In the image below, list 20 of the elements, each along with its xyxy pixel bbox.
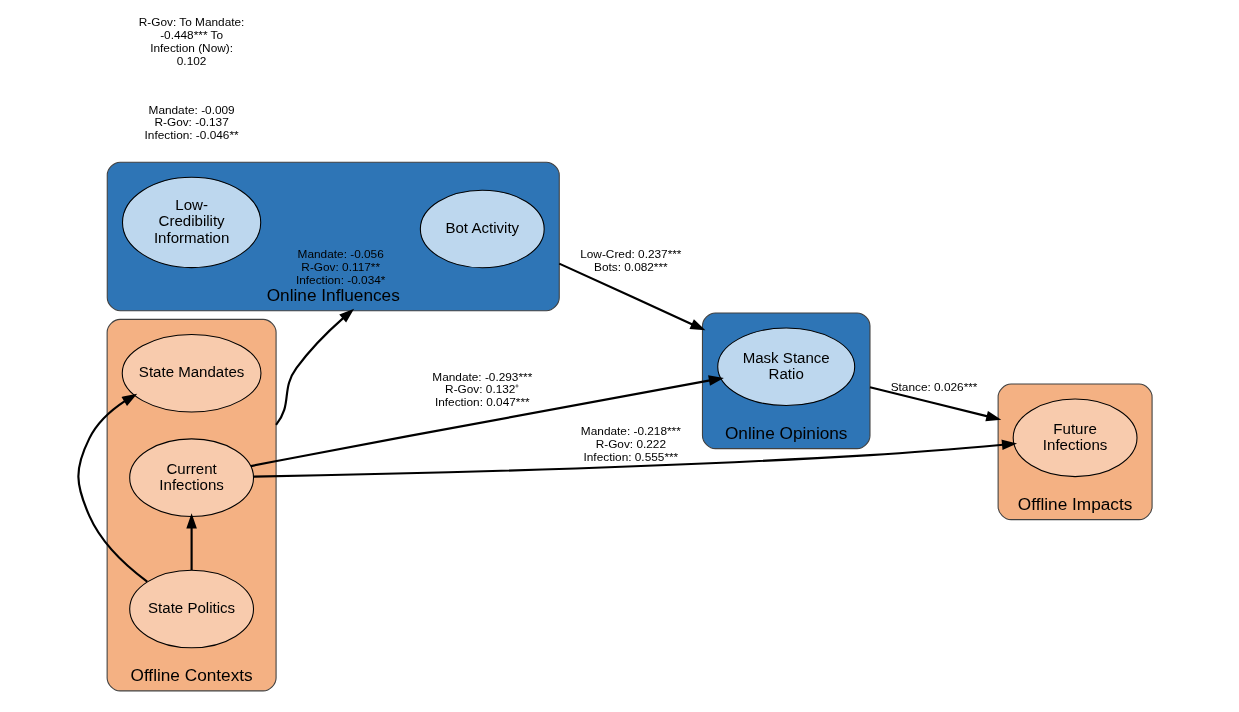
label: Mandate: -0.009 R-Gov: -0.137 Infection: -0.046**: [144, 102, 239, 143]
arrow: [253, 439, 1018, 478]
node-ellipse: Current Infections: [129, 438, 255, 517]
node-ellipse: Low-Credibility Information: [121, 176, 262, 269]
node-ellipse: Future Infections: [1012, 398, 1138, 478]
edge-label: Stance: 0.026***: [890, 380, 978, 395]
arrow: [186, 513, 197, 570]
arrow: [250, 375, 724, 468]
arrow: [869, 386, 1002, 422]
label: R-Gov: To Mandate: -0.448*** To Infection (Now): 0.102: [138, 15, 245, 69]
edge-label: Low-Cred: 0.237*** Bots: 0.082***: [580, 246, 682, 274]
node-ellipse: Bot Activity: [419, 189, 545, 269]
edge-label: Mandate: -0.218*** R-Gov: 0.222 Infection: 0.555***: [580, 424, 681, 465]
arrow: [275, 308, 355, 426]
arrow: [77, 393, 148, 583]
arrow: [558, 262, 706, 331]
node-ellipse: State Politics: [129, 569, 255, 649]
edge-label: Mandate: -0.293*** R-Gov: 0.132⁺ Infection: 0.047***: [432, 369, 533, 410]
edge-label: Mandate: -0.056 R-Gov: 0.117** Infection: -0.034*: [295, 246, 386, 287]
node-ellipse: Mask Stance Ratio: [717, 327, 856, 407]
